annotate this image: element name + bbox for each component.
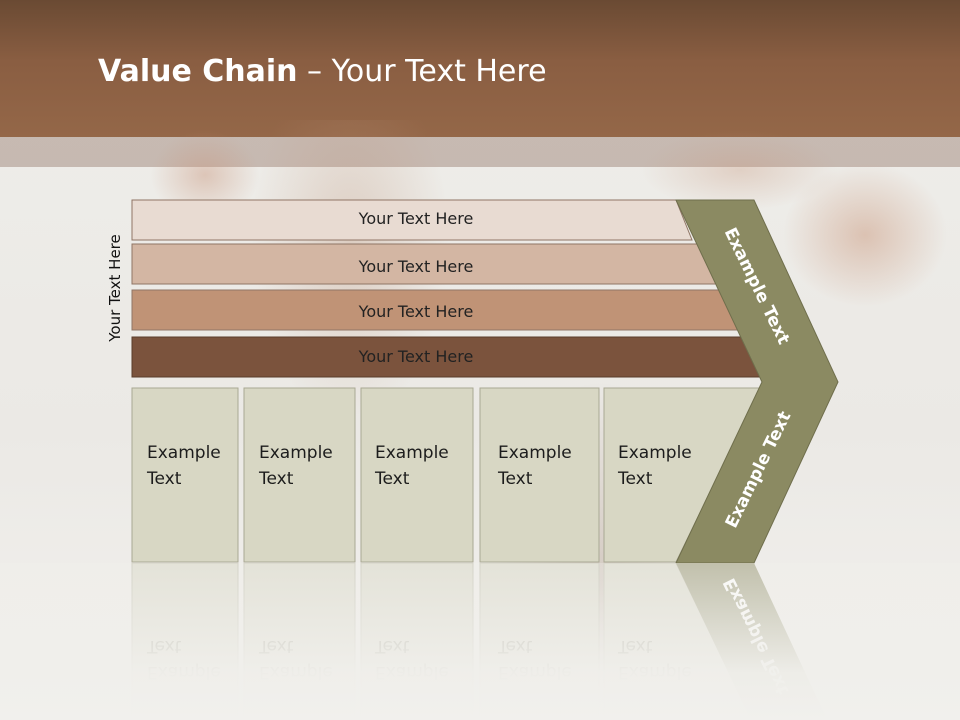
title-rest: – Your Text Here	[297, 54, 547, 89]
cell-5-line2: Text	[618, 469, 653, 489]
cell-1-text: Example Text	[147, 440, 221, 492]
title-bar	[0, 0, 960, 137]
cell-4-line2: Text	[498, 469, 533, 489]
cell-2[interactable]	[243, 387, 356, 563]
cell-3[interactable]	[360, 387, 474, 563]
bar-4-label: Your Text Here	[358, 347, 474, 366]
cell-1-line2: Text	[147, 469, 182, 489]
cell-5-text: Example Text	[618, 440, 692, 492]
cell-2-text: Example Text	[259, 440, 333, 492]
cell-1-line1: Example	[147, 443, 221, 463]
cell-2-line2: Text	[259, 469, 294, 489]
cell-2-line1: Example	[259, 443, 333, 463]
cell-3-text: Example Text	[375, 440, 449, 492]
cell-5-line1: Example	[618, 443, 692, 463]
title-bold: Value Chain	[98, 54, 298, 89]
cell-1[interactable]	[131, 387, 239, 563]
slide-title: Value Chain – Your Text Here	[98, 54, 547, 89]
bar-2-label: Your Text Here	[358, 257, 474, 276]
bar-3-label: Your Text Here	[358, 302, 474, 321]
cell-3-line2: Text	[375, 469, 410, 489]
cell-4[interactable]	[479, 387, 600, 563]
bar-1-label: Your Text Here	[358, 209, 474, 228]
cell-4-text: Example Text	[498, 440, 572, 492]
cell-4-line1: Example	[498, 443, 572, 463]
cell-3-line1: Example	[375, 443, 449, 463]
reflection-fade	[0, 563, 960, 720]
bar-1[interactable]	[131, 199, 693, 241]
